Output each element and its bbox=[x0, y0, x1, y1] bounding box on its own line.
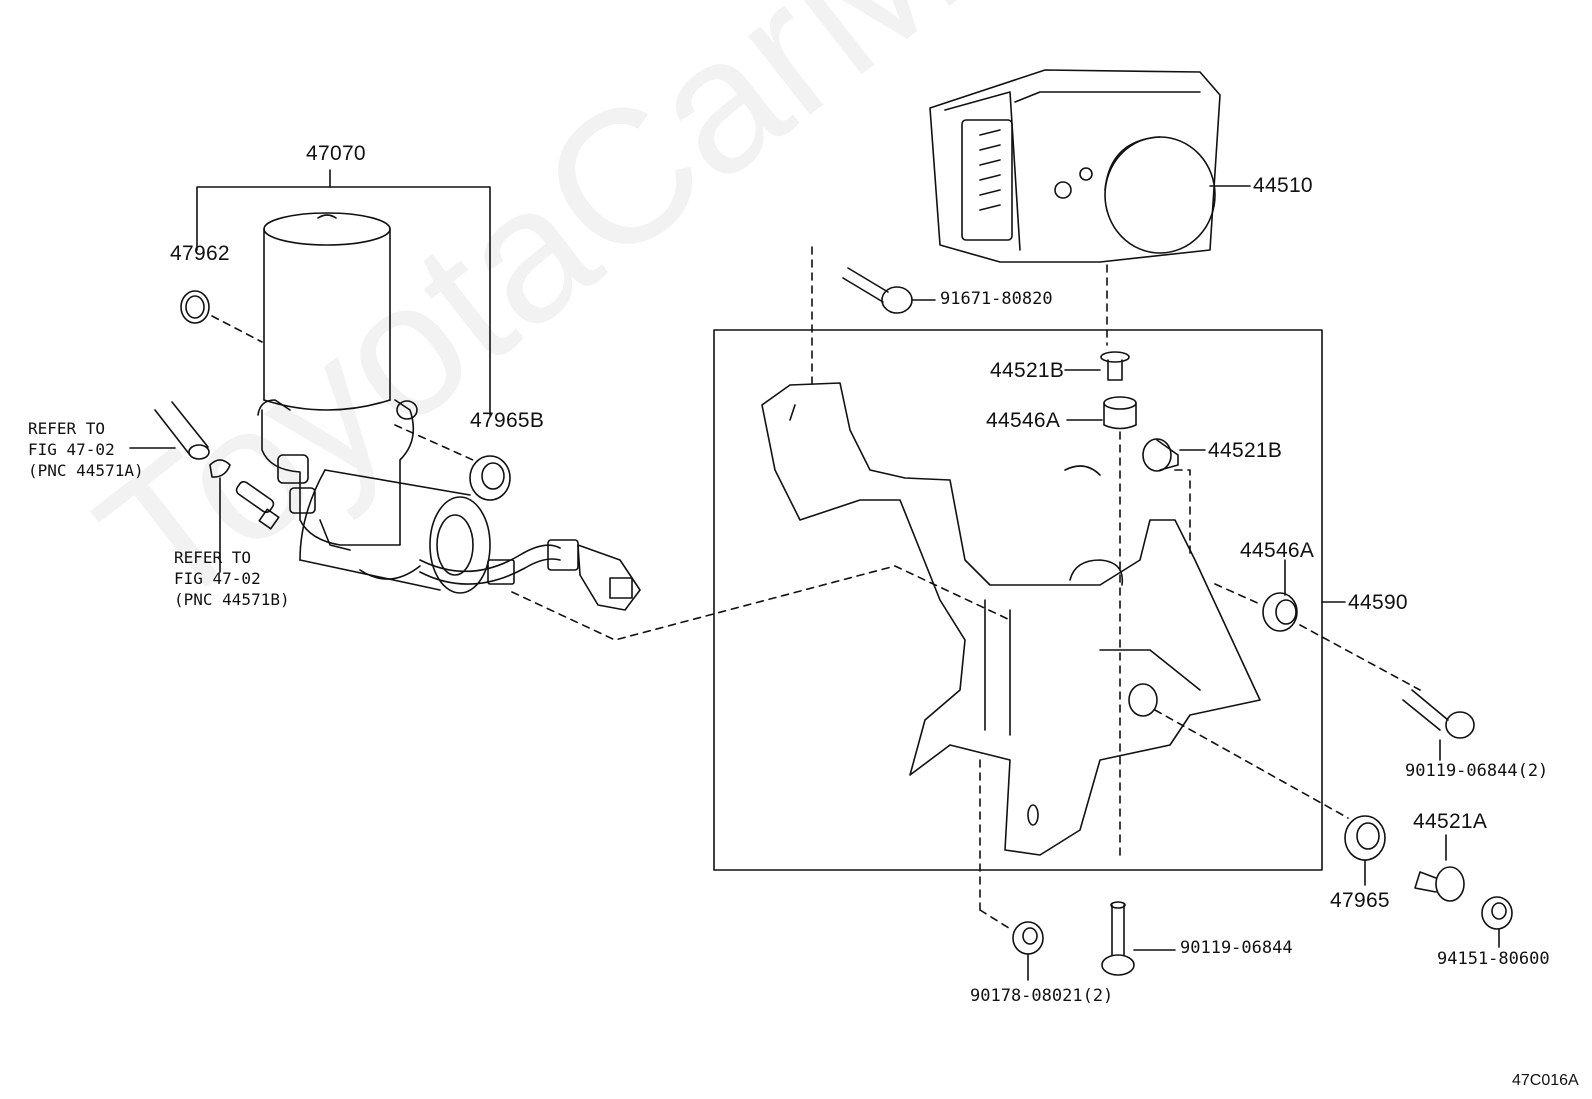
reference-note-a: REFER TO FIG 47-02 (PNC 44571A) bbox=[28, 418, 144, 481]
diagram-code: 47C016A bbox=[1512, 1072, 1579, 1089]
grommet-47965B bbox=[394, 424, 511, 501]
label-44546A-top: 44546A bbox=[986, 409, 1061, 432]
label-47965B: 47965B bbox=[470, 409, 545, 432]
label-44546A-side: 44546A bbox=[1240, 539, 1315, 562]
label-91671-80820: 91671-80820 bbox=[940, 289, 1053, 309]
label-47962: 47962 bbox=[170, 242, 230, 265]
bolt-90119-06844 bbox=[1101, 901, 1176, 976]
collar-44521B-top bbox=[1064, 351, 1130, 381]
bolt-91671-80820 bbox=[811, 246, 936, 391]
ref-a-line3: (PNC 44571A) bbox=[28, 461, 144, 480]
pump-assembly-47070 bbox=[196, 169, 1011, 641]
bracket-44590 bbox=[761, 382, 1261, 856]
label-44521B-top: 44521B bbox=[990, 359, 1065, 382]
abs-actuator-44510 bbox=[929, 69, 1251, 346]
label-44590: 44590 bbox=[1348, 591, 1408, 614]
grommet-47965 bbox=[1154, 709, 1386, 886]
label-90178-08021-2: 90178-08021(2) bbox=[970, 986, 1114, 1006]
collar-44521A bbox=[1414, 834, 1465, 902]
ref-a-line2: FIG 47-02 bbox=[28, 440, 115, 459]
nut-90178-08021 bbox=[979, 759, 1044, 981]
ring-47962 bbox=[180, 290, 263, 343]
label-47070: 47070 bbox=[306, 142, 366, 165]
bracket-kit-box-44590 bbox=[713, 329, 1323, 871]
ref-b-line1: REFER TO bbox=[174, 548, 252, 567]
leader-47070-bracket bbox=[196, 186, 491, 416]
grommet-44546A-top bbox=[1066, 396, 1137, 861]
label-90119-06844: 90119-06844 bbox=[1180, 938, 1293, 958]
label-44510: 44510 bbox=[1253, 174, 1313, 197]
hose-and-clamp bbox=[129, 401, 280, 573]
collar-44521B-side bbox=[1142, 438, 1206, 556]
label-47965: 47965 bbox=[1330, 889, 1390, 912]
label-44521A: 44521A bbox=[1413, 810, 1488, 833]
label-94151-80600: 94151-80600 bbox=[1437, 949, 1550, 969]
nut-94151-80600 bbox=[1481, 896, 1513, 948]
ref-b-line2: FIG 47-02 bbox=[174, 569, 261, 588]
reference-note-b: REFER TO FIG 47-02 (PNC 44571B) bbox=[174, 547, 290, 610]
bolt-90119-06844-2 bbox=[1402, 689, 1475, 761]
ref-b-line3: (PNC 44571B) bbox=[174, 590, 290, 609]
label-44521B-side: 44521B bbox=[1208, 439, 1283, 462]
grommet-44546A-side bbox=[1214, 559, 1421, 691]
ref-a-line1: REFER TO bbox=[28, 419, 106, 438]
label-90119-06844-2: 90119-06844(2) bbox=[1405, 761, 1549, 781]
